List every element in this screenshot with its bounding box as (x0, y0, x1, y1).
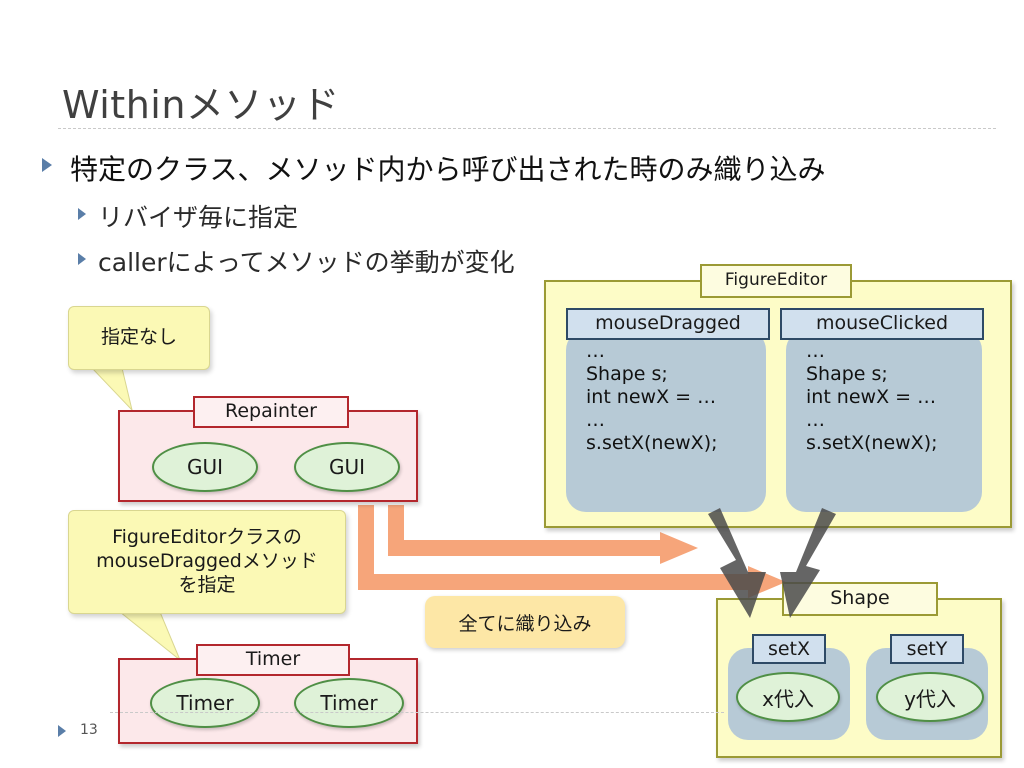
title-divider (58, 128, 996, 129)
bullet-main: 特定のクラス、メソッド内から呼び出された時のみ織り込み (70, 153, 826, 186)
footer-divider (110, 712, 724, 713)
bullet-arrow-icon (42, 158, 52, 172)
mousedragged-code: … Shape s; int newX = … … s.setX(newX); (566, 330, 766, 512)
page-number: 13 (80, 722, 98, 738)
code-line: … (586, 340, 605, 362)
dark-arrow-mouseclicked (780, 508, 836, 618)
mouseclicked-code: … Shape s; int newX = … … s.setX(newX); (786, 330, 982, 512)
orange-arrowhead (660, 532, 698, 564)
code-line: Shape s; (586, 363, 668, 385)
gui-oval: GUI (294, 442, 400, 492)
method-setx: setX (752, 634, 826, 664)
method-mouseclicked: mouseClicked (780, 308, 984, 340)
dark-arrow-mousedragged (708, 508, 766, 618)
repainter-label: Repainter (193, 396, 349, 428)
code-line: … (806, 409, 825, 431)
callout-text: mouseDraggedメソッド (96, 550, 318, 573)
code-line: int newX = … (806, 386, 937, 408)
shape-label: Shape (782, 582, 938, 616)
weave-all-label: 全てに織り込み (425, 596, 625, 648)
timer-label: Timer (196, 644, 350, 676)
callout-text: 指定なし (100, 326, 177, 349)
bullet-sub-2: callerによってメソッドの挙動が変化 (98, 248, 515, 277)
bullet-arrow-icon (78, 208, 86, 220)
y-assign-oval: y代入 (876, 672, 984, 722)
callout-no-spec: 指定なし (68, 306, 210, 370)
callout-text: FigureEditorクラスの (112, 526, 302, 549)
timer-oval: Timer (294, 678, 404, 728)
orange-arrow-to-figure (388, 505, 664, 556)
orange-arrow-to-shape (358, 505, 752, 590)
code-line: … (806, 340, 825, 362)
code-line: s.setX(newX); (586, 432, 718, 454)
footer-arrow-icon (58, 725, 66, 737)
callout-text: を指定 (178, 573, 236, 596)
figure-editor-label: FigureEditor (700, 264, 852, 298)
method-sety: setY (890, 634, 964, 664)
timer-oval: Timer (150, 678, 260, 728)
callout-spec: FigureEditorクラスの mouseDraggedメソッド を指定 (68, 510, 346, 614)
x-assign-oval: x代入 (736, 672, 840, 722)
gui-oval: GUI (152, 442, 258, 492)
slide-title: Withinメソッド (62, 83, 340, 127)
code-line: … (586, 409, 605, 431)
code-line: s.setX(newX); (806, 432, 938, 454)
code-line: int newX = … (586, 386, 717, 408)
weave-all-text: 全てに織り込み (458, 612, 592, 635)
bullet-sub-1: リバイザ毎に指定 (98, 203, 299, 232)
bullet-arrow-icon (78, 253, 86, 265)
method-mousedragged: mouseDragged (566, 308, 770, 340)
code-line: Shape s; (806, 363, 888, 385)
